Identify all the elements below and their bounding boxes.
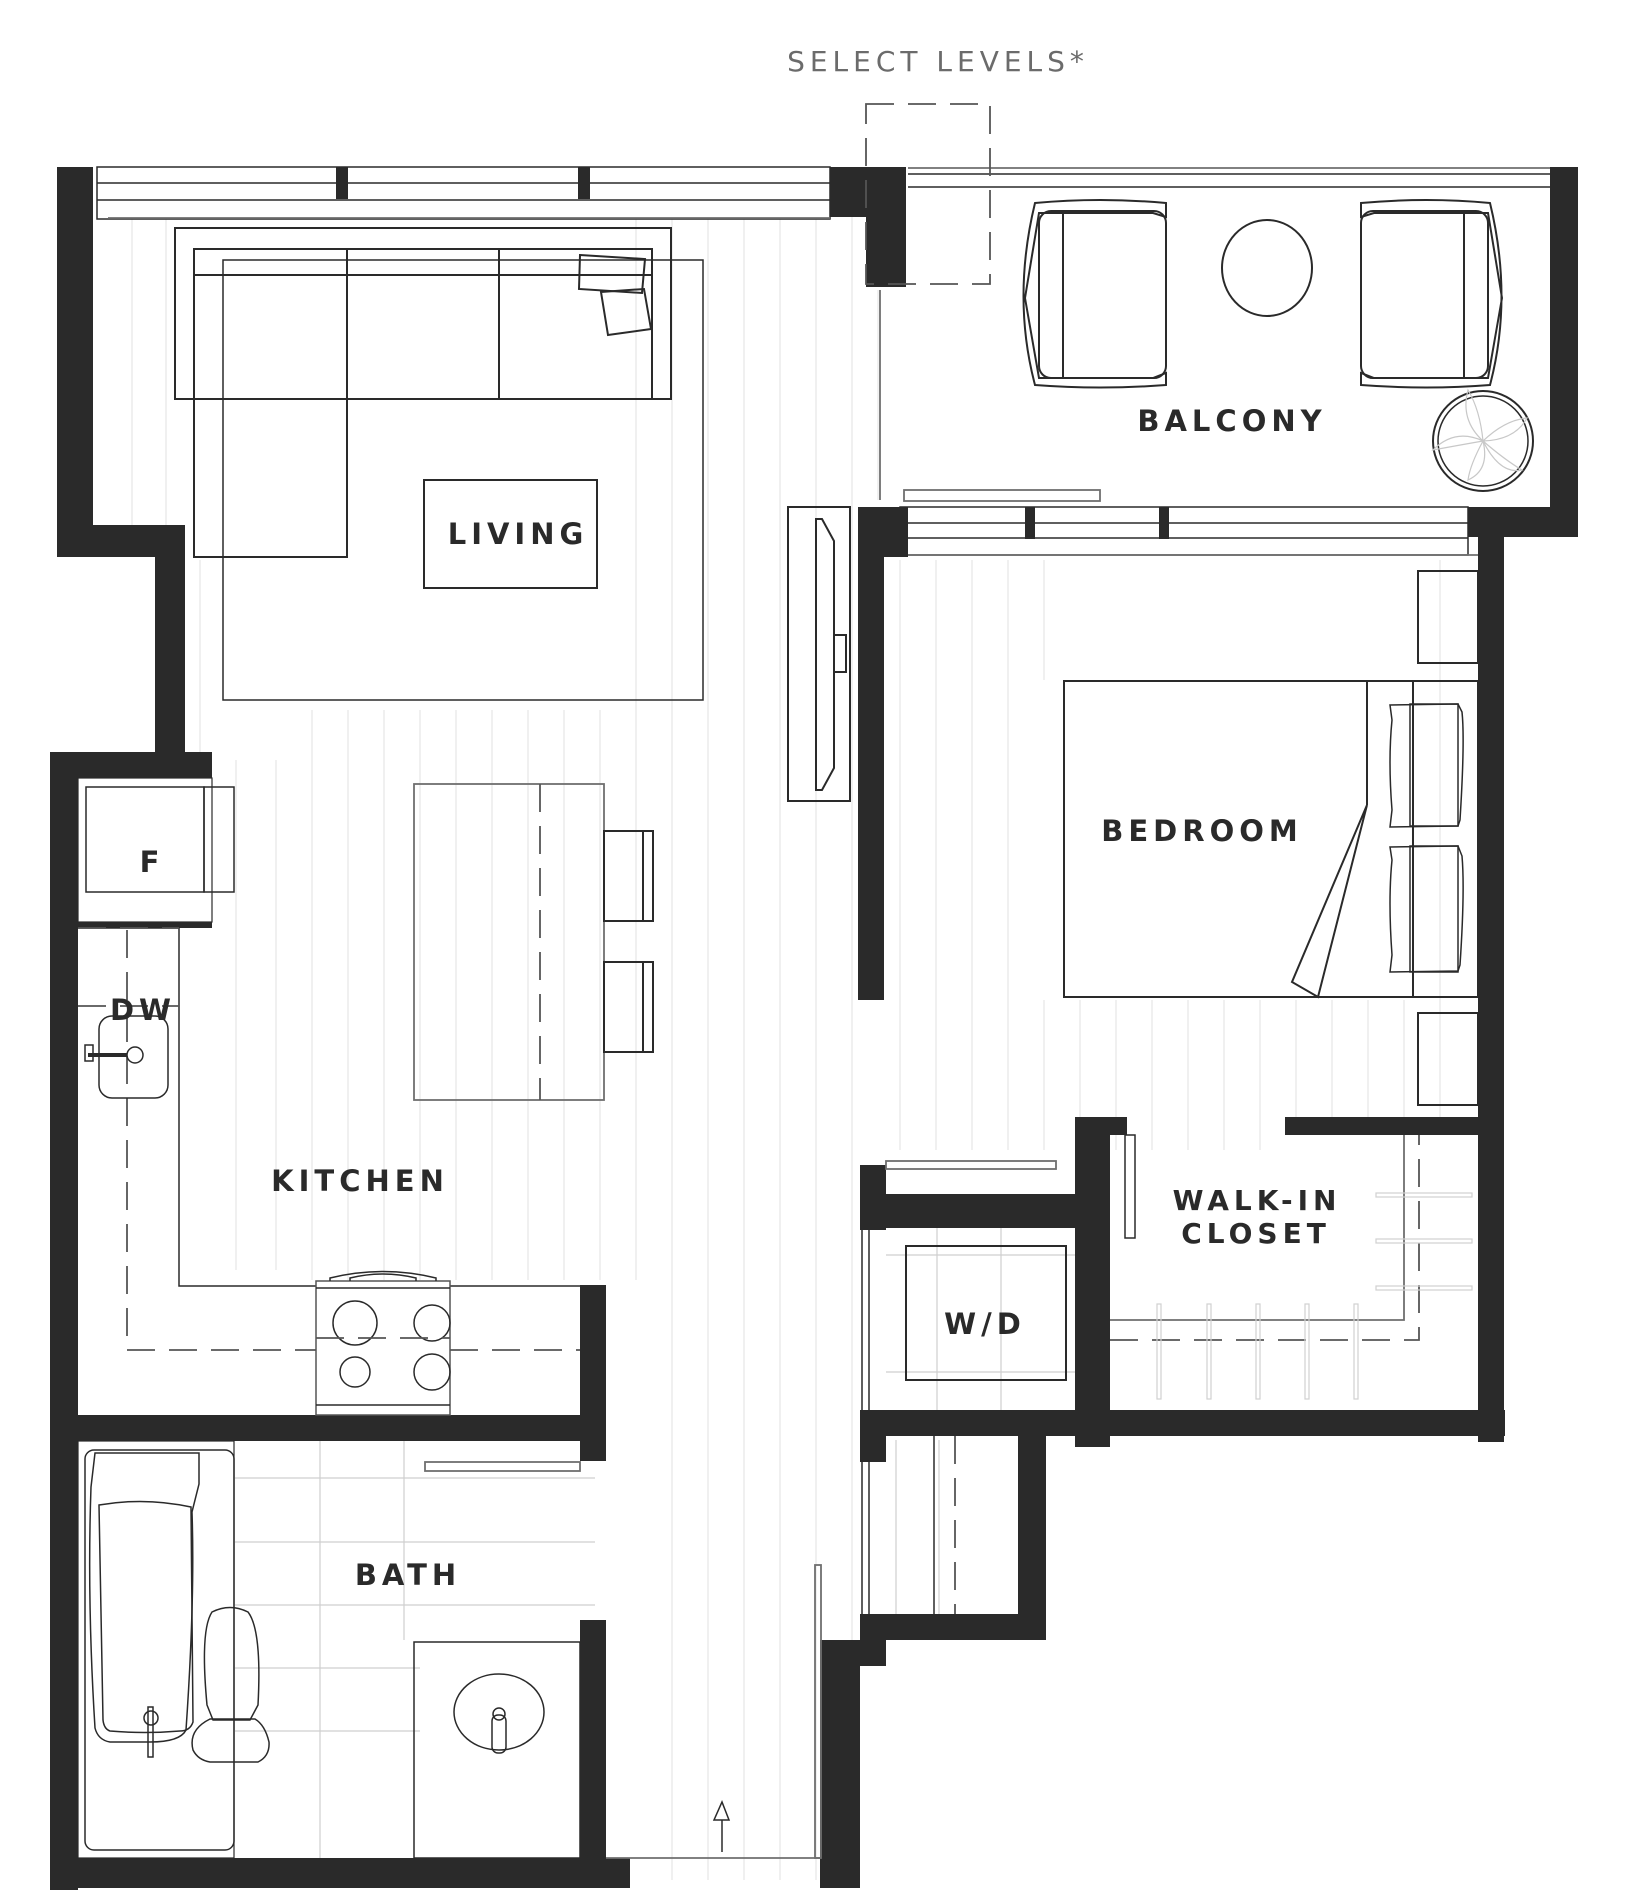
- select-levels-outline: [865, 103, 991, 285]
- sectional-sofa: [174, 227, 672, 558]
- floor-grain: [131, 210, 1441, 1880]
- bathtub: [77, 1440, 235, 1859]
- bed: [1063, 680, 1479, 999]
- washer-dryer: [905, 1245, 1067, 1381]
- window-top-living: [96, 166, 831, 220]
- living-rug: [222, 259, 704, 701]
- nightstand-bottom: [1417, 1012, 1479, 1106]
- nightstand-top: [1417, 570, 1479, 664]
- entry-arrow-icon: [712, 1800, 731, 1852]
- room-label-living: LIVING: [447, 517, 589, 551]
- laundry-door: [861, 1230, 870, 1410]
- coffee-table: [423, 479, 598, 589]
- window-bedroom-balcony: [899, 506, 1478, 556]
- linen-closet: [861, 1436, 956, 1614]
- kitchen-counter: [78, 927, 580, 1351]
- fridge: [77, 777, 235, 923]
- appliance-label-washer-dryer: W/D: [944, 1307, 1026, 1341]
- balcony-side-table: [1221, 219, 1313, 317]
- room-label-bath: BATH: [354, 1558, 462, 1592]
- select-levels-note: SELECT LEVELS*: [787, 45, 1089, 78]
- bath-tiles: [235, 1441, 595, 1858]
- toilet: [191, 1606, 270, 1763]
- armchair-right: [1360, 199, 1504, 389]
- walk-in-shelving: [1110, 1134, 1473, 1400]
- room-label-walkin-line1: WALK-IN: [1172, 1184, 1342, 1217]
- room-label-kitchen: KITCHEN: [271, 1164, 449, 1198]
- armchair-left: [1022, 199, 1167, 389]
- window-top-balcony: [908, 167, 1550, 188]
- appliance-label-fridge: F: [139, 845, 165, 879]
- bath-sliding-door: [424, 1461, 581, 1472]
- walls: [50, 167, 1578, 1890]
- room-label-balcony: BALCONY: [1137, 404, 1327, 438]
- room-label-walkin-line2: CLOSET: [1181, 1217, 1331, 1250]
- tv-console: [787, 506, 851, 802]
- balcony-sliding-door: [903, 489, 1101, 502]
- bathroom-vanity: [413, 1641, 581, 1859]
- potted-plant: [1431, 388, 1534, 492]
- appliance-label-dishwasher: DW: [109, 993, 177, 1027]
- kitchen-sink: [84, 1015, 169, 1099]
- stove: [315, 1270, 451, 1416]
- closet-sliding-door: [885, 1160, 1057, 1170]
- room-label-bedroom: BEDROOM: [1101, 814, 1303, 848]
- kitchen-island: [413, 783, 654, 1101]
